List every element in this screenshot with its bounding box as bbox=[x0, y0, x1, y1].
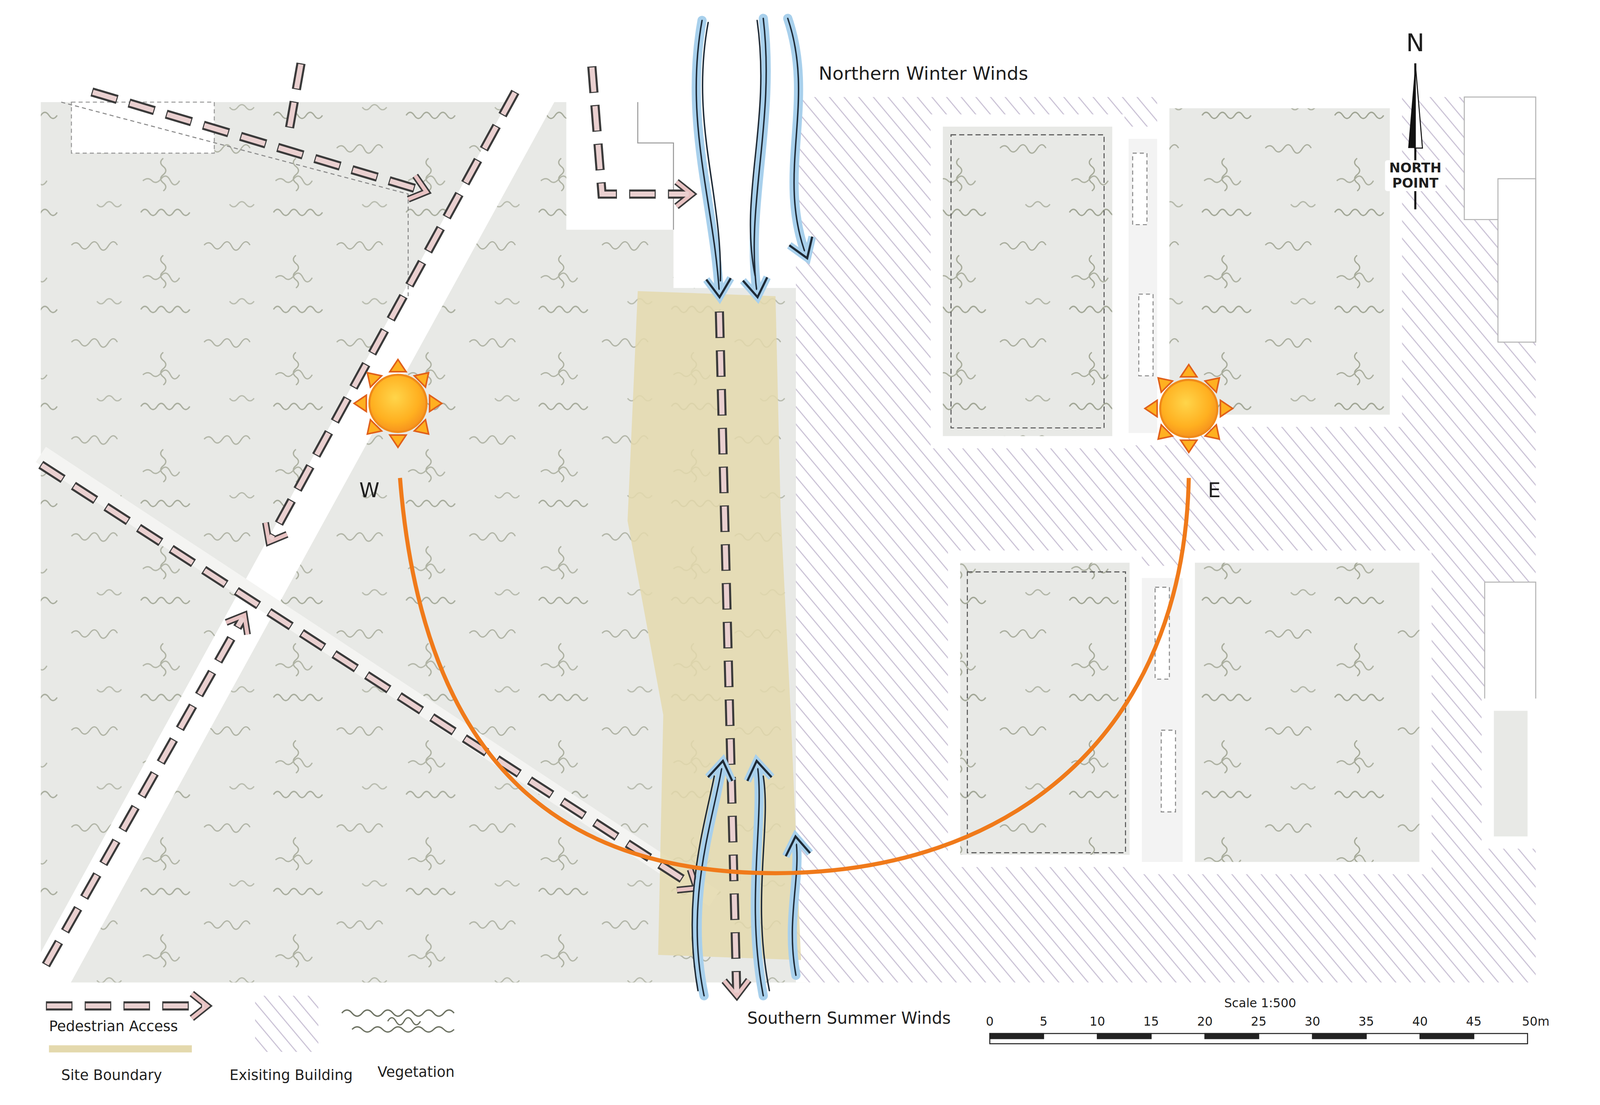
scale-number: 20 bbox=[1197, 1013, 1213, 1028]
scale-number: 10 bbox=[1089, 1013, 1106, 1028]
scale-number: 30 bbox=[1304, 1013, 1321, 1028]
scale-title: Scale 1:500 bbox=[1224, 995, 1297, 1010]
legend-text: Pedestrian Access bbox=[48, 1017, 178, 1035]
scale-number: 40 bbox=[1412, 1013, 1428, 1028]
north-letter: N bbox=[1403, 28, 1427, 58]
west-label: W bbox=[359, 478, 380, 502]
east-label: E bbox=[1207, 478, 1221, 502]
scale-number: 15 bbox=[1143, 1013, 1159, 1028]
sun-east bbox=[1144, 364, 1233, 453]
scale-number: 50m bbox=[1521, 1013, 1550, 1028]
sun-west bbox=[353, 359, 442, 448]
north-point-label: NORTH POINT bbox=[1385, 160, 1446, 191]
scale-number: 25 bbox=[1250, 1013, 1267, 1028]
wind-label: Northern Winter Winds bbox=[816, 62, 1031, 85]
scale-number: 0 bbox=[985, 1013, 994, 1028]
legend-text: Site Boundary bbox=[61, 1066, 163, 1084]
scale-number: 45 bbox=[1465, 1013, 1482, 1028]
legend-text: Vegetation bbox=[377, 1063, 455, 1080]
scale-number: 5 bbox=[1039, 1013, 1048, 1028]
wind-label: Southern Summer Winds bbox=[745, 1008, 954, 1028]
scale-number: 35 bbox=[1358, 1013, 1375, 1028]
legend-text: Exisiting Building bbox=[229, 1066, 353, 1084]
